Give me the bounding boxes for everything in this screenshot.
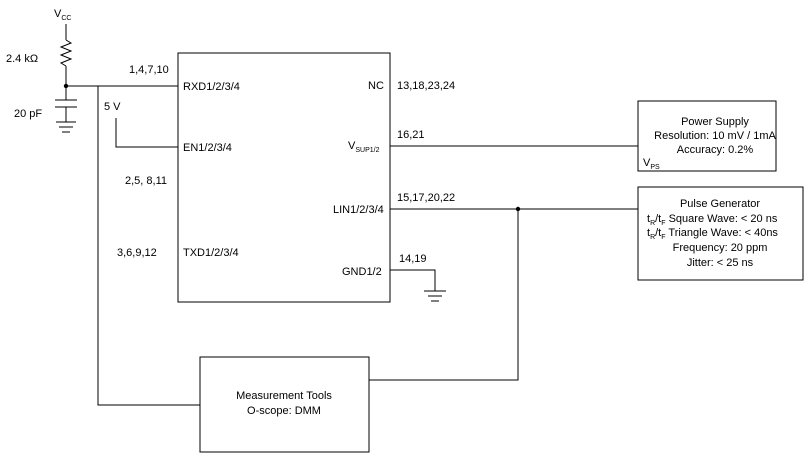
pulse-generator-box xyxy=(637,186,804,281)
pullup-resistor xyxy=(59,39,73,67)
txd-pin-numbers: 3,6,9,12 xyxy=(117,247,157,259)
rxd-to-measurement-wire xyxy=(97,86,200,406)
en-voltage-label: 5 V xyxy=(104,101,121,113)
rxd-pin-label: RXD1/2/3/4 xyxy=(183,81,240,93)
lin-to-measurement-wire xyxy=(369,209,519,381)
vsup-pin-numbers: 16,21 xyxy=(397,129,425,141)
measurement-tools-box xyxy=(199,356,370,453)
rxd-pin-numbers: 1,4,7,10 xyxy=(129,64,169,76)
pulse-jitter: Jitter: < 25 ns xyxy=(687,257,754,269)
capacitor-value: 20 pF xyxy=(14,108,42,120)
load-capacitor xyxy=(55,99,77,122)
gnd-pin-label: GND1/2 xyxy=(342,266,382,278)
pulse-triangle-wave: tR/tF Triangle Wave: < 40ns xyxy=(647,227,778,241)
power-supply-title: Power Supply xyxy=(681,116,749,128)
gnd-pin-numbers: 14,19 xyxy=(399,253,427,265)
nc-pin-numbers: 13,18,23,24 xyxy=(397,80,455,92)
lin-pin-numbers: 15,17,20,22 xyxy=(397,192,455,204)
transceiver-ic xyxy=(177,52,391,303)
en-pin-numbers: 2,5, 8,11 xyxy=(125,175,167,187)
vsup-pin-label: VSUP1/2 xyxy=(348,140,380,154)
measurement-tools-title: Measurement Tools xyxy=(236,390,332,402)
power-supply-box xyxy=(637,100,777,172)
pulse-square-wave: tR/tF Square Wave: < 20 ns xyxy=(647,213,778,227)
nc-pin-label: NC xyxy=(368,80,384,92)
lin-pin-label: LIN1/2/3/4 xyxy=(333,204,384,216)
svg-text:VSUP1/2: VSUP1/2 xyxy=(348,140,380,154)
txd-pin-label: TXD1/2/3/4 xyxy=(183,247,239,259)
ground-symbol-ic xyxy=(424,290,446,302)
svg-text:VPS: VPS xyxy=(643,157,660,171)
power-supply-accuracy: Accuracy: 0.2% xyxy=(677,144,754,156)
resistor-value: 2.4 kΩ xyxy=(6,53,38,65)
en-wire xyxy=(115,118,178,148)
svg-text:VCC: VCC xyxy=(54,8,71,22)
vcc-label: VCC xyxy=(54,8,71,22)
pulse-generator-title: Pulse Generator xyxy=(680,198,760,210)
ground-symbol-left xyxy=(56,121,76,133)
vps-label: VPS xyxy=(643,157,660,171)
en-pin-label: EN1/2/3/4 xyxy=(183,142,232,154)
gnd-wire xyxy=(390,269,436,291)
power-supply-resolution: Resolution: 10 mV / 1mA xyxy=(654,130,776,142)
pulse-frequency: Frequency: 20 ppm xyxy=(673,242,768,254)
measurement-tools-subtitle: O-scope: DMM xyxy=(247,405,321,417)
